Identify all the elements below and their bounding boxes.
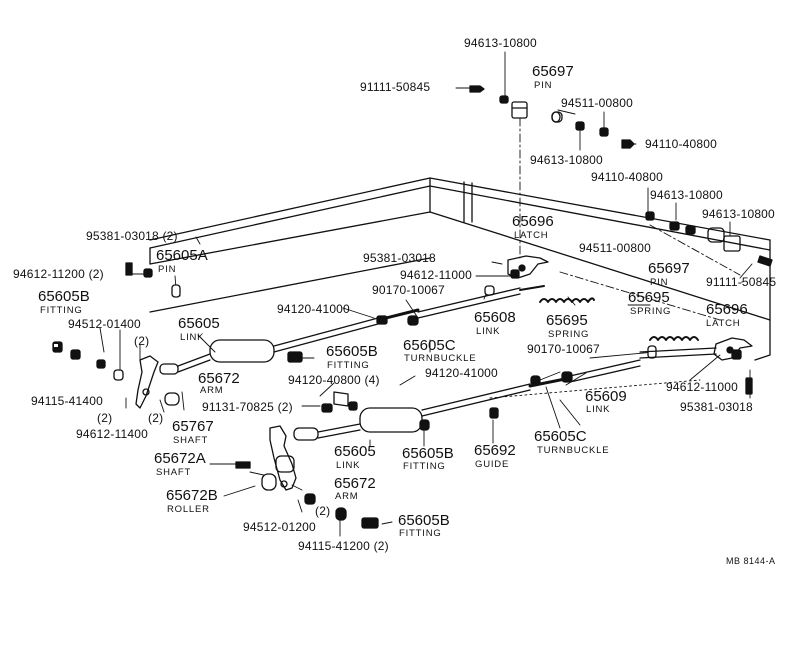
label-65605c-top: 65605C: [403, 337, 456, 354]
label-65605a: 65605A: [156, 247, 208, 264]
label-pin-right: PIN: [650, 277, 669, 288]
label-qty2-b: (2): [97, 411, 113, 425]
label-link-65605: LINK: [180, 332, 205, 343]
label-65605b-low: 65605B: [402, 445, 454, 462]
label-spring-b: SPRING: [548, 329, 590, 340]
label-fitting-left: FITTING: [40, 305, 83, 316]
label-94511-00800-top: 94511-00800: [561, 96, 634, 110]
label-94613-10800-mid: 94613-10800: [530, 153, 603, 167]
label-shaft-65767: SHAFT: [173, 435, 209, 446]
label-65609: 65609: [585, 388, 627, 405]
diagram-code: MB 8144-A: [726, 556, 776, 566]
label-qty2-c: (2): [148, 411, 164, 425]
label-fitting-low: FITTING: [403, 461, 446, 472]
label-65605b-left: 65605B: [38, 288, 90, 305]
label-65672a: 65672A: [154, 450, 206, 467]
label-94612-11000-mid: 94612-11000: [400, 268, 473, 282]
label-65695-a: 65695: [628, 289, 670, 306]
label-94120-40800: 94120-40800 (4): [288, 373, 380, 387]
label-94120-41000-right: 94120-41000: [425, 366, 498, 380]
left-arm: [135, 355, 159, 409]
upper-rod-assembly: [159, 255, 699, 375]
label-arm-top: ARM: [200, 385, 224, 396]
assembly-lines: [179, 117, 741, 321]
lower-rod-assembly: [293, 359, 641, 441]
label-94512-01400: 94512-01400: [68, 317, 141, 331]
lower-arm: [269, 425, 297, 491]
label-link-65605-b: LINK: [336, 460, 361, 471]
leader-lines: [99, 51, 753, 537]
label-spring-a: SPRING: [630, 306, 672, 317]
label-91131-70825: 91131-70825 (2): [202, 400, 293, 414]
label-65605c-low: 65605C: [534, 428, 587, 445]
label-turnbuckle-top: TURNBUCKLE: [404, 353, 477, 364]
label-94612-11200: 94612-11200 (2): [13, 267, 104, 281]
label-94115-41400: 94115-41400: [31, 394, 104, 408]
label-94613-10800-right1: 94613-10800: [650, 188, 723, 202]
label-65605b-bottom: 65605B: [398, 512, 450, 529]
label-94120-41000-top: 94120-41000: [277, 302, 350, 316]
label-65697-right: 65697: [648, 260, 690, 277]
label-95381-03018-mid: 95381-03018: [363, 251, 436, 265]
label-91111-50845-right: 91111-50845: [706, 275, 777, 289]
label-65672-low: 65672: [334, 475, 376, 492]
label-94612-11000-right: 94612-11000: [666, 380, 739, 394]
label-guide: GUIDE: [475, 459, 510, 470]
label-pin-top: PIN: [534, 80, 553, 91]
label-link-65608: LINK: [476, 326, 501, 337]
label-latch-right: LATCH: [706, 318, 741, 329]
label-fitting-bottom: FITTING: [399, 528, 442, 539]
label-94115-41200: 94115-41200 (2): [298, 539, 389, 553]
label-94613-10800-top: 94613-10800: [464, 36, 537, 50]
label-65672b: 65672B: [166, 487, 218, 504]
label-65605: 65605: [178, 315, 220, 332]
label-91111-50845-top: 91111-50845: [360, 80, 431, 94]
label-65672-top: 65672: [198, 370, 240, 387]
label-94512-01200: 94512-01200: [243, 520, 316, 534]
label-pin-65605a: PIN: [158, 264, 177, 275]
label-94110-40800-top: 94110-40800: [645, 137, 718, 151]
latch-hardware-right: [645, 211, 773, 283]
label-qty2-a: (2): [134, 334, 150, 348]
label-link-65609: LINK: [586, 404, 611, 415]
label-90170-10067-top: 90170-10067: [372, 283, 445, 297]
label-qty2-d: (2): [315, 504, 331, 518]
label-94110-40800-right: 94110-40800: [591, 170, 664, 184]
label-65767: 65767: [172, 418, 214, 435]
label-94613-10800-right2: 94613-10800: [702, 207, 775, 221]
label-arm-low: ARM: [335, 491, 359, 502]
label-65695-b: 65695: [546, 312, 588, 329]
latch-hardware-top: [469, 85, 635, 149]
label-90170-10067-right: 90170-10067: [527, 342, 600, 356]
label-95381-03018-left: 95381-03018 (2): [86, 229, 178, 243]
label-65605-b: 65605: [334, 443, 376, 460]
label-roller: ROLLER: [167, 504, 210, 515]
label-65692: 65692: [474, 442, 516, 459]
label-65697-top: 65697: [532, 63, 574, 80]
right-latch: [639, 337, 753, 361]
label-65696-right: 65696: [706, 301, 748, 318]
label-fitting-mid: FITTING: [327, 360, 370, 371]
label-shaft-65672a: SHAFT: [156, 467, 192, 478]
label-94511-00800-right: 94511-00800: [579, 241, 652, 255]
label-turnbuckle-low: TURNBUCKLE: [537, 445, 610, 456]
label-latch-top: LATCH: [514, 230, 549, 241]
label-94612-11400: 94612-11400: [76, 427, 149, 441]
label-65605b-mid: 65605B: [326, 343, 378, 360]
label-65696-top: 65696: [512, 213, 554, 230]
label-65608: 65608: [474, 309, 516, 326]
label-95381-03018-right: 95381-03018: [680, 400, 753, 414]
